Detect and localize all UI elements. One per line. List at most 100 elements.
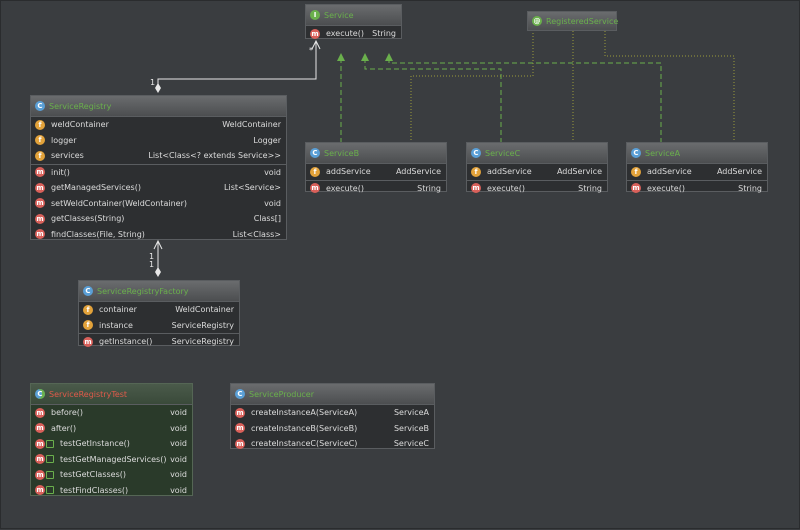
field-name: logger (51, 135, 77, 145)
method-name: execute() (326, 183, 364, 193)
class-icon: C (310, 148, 320, 158)
method-icon: m (631, 183, 641, 194)
method-name: execute() (326, 29, 364, 39)
method-name: testGetInstance() (60, 439, 130, 449)
method-icon: m (35, 182, 45, 193)
section-divider (627, 179, 767, 181)
section-divider (467, 179, 607, 181)
field-name: addService (487, 167, 532, 177)
class-name: ServiceB (324, 148, 360, 158)
field-type: WeldContainer (175, 305, 234, 315)
field-type: List<Class<? extends Service>> (148, 151, 281, 161)
field-icon: f (35, 150, 45, 161)
factory-header[interactable]: C ServiceRegistryFactory (79, 281, 239, 302)
method-type: ServiceB (393, 423, 429, 433)
method-icon: m (35, 167, 45, 178)
method-icon: m (35, 407, 45, 418)
method-type: void (170, 454, 187, 464)
diamond-registry (155, 83, 161, 93)
field-icon: f (471, 166, 481, 177)
method-type: void (170, 470, 187, 480)
field-icon: f (631, 166, 641, 177)
dependency-line-a (604, 31, 735, 143)
method-name: after() (51, 423, 77, 433)
method-name: init() (51, 167, 70, 177)
class-name: ServiceRegistryTest (49, 389, 128, 399)
producer-header[interactable]: C ServiceProducer (231, 384, 434, 405)
registered-service-header[interactable]: @ RegisteredService (528, 12, 618, 30)
diamond-factory (155, 267, 161, 277)
method-icon: m (35, 454, 45, 465)
method-type: List<Service> (224, 183, 281, 193)
class-icon: C (83, 286, 93, 296)
field-name: services (51, 151, 84, 161)
method-icon: m (35, 469, 45, 480)
class-name: ServiceProducer (249, 389, 315, 399)
method-name: execute() (647, 183, 685, 193)
service-c-header[interactable]: C ServiceC (467, 143, 607, 164)
lock-icon (46, 455, 54, 464)
method-type: void (264, 167, 281, 177)
interface-icon: I (310, 10, 320, 20)
implements-arrow-a (385, 53, 393, 61)
service-header[interactable]: I Service (306, 5, 401, 26)
implements-arrow-b (337, 53, 345, 61)
method-type: String (372, 29, 396, 39)
method-row[interactable]: m execute() String (306, 26, 401, 42)
method-name: getInstance() (99, 337, 153, 347)
method-type: void (170, 423, 187, 433)
method-name: setWeldContainer(WeldContainer) (51, 198, 187, 208)
registered-service-box[interactable]: @ RegisteredService (527, 11, 618, 31)
field-icon: f (310, 166, 320, 177)
service-a-header[interactable]: C ServiceA (627, 143, 767, 164)
method-icon: m (235, 407, 245, 418)
test-class-icon: C (35, 389, 45, 399)
field-type: WeldContainer (222, 120, 281, 130)
section-divider (31, 163, 286, 165)
method-name: getManagedServices() (51, 183, 141, 193)
service-b-header[interactable]: C ServiceB (306, 143, 446, 164)
lock-icon (46, 486, 54, 495)
method-row[interactable]: m init() void (31, 165, 286, 181)
method-name: findClasses(File, String) (51, 229, 145, 239)
method-row[interactable]: m after() void (31, 421, 192, 437)
method-icon: m (310, 183, 320, 194)
field-row[interactable]: f services List<Class<? extends Service>> (31, 148, 286, 164)
method-row[interactable]: m getManagedServices() List<Service> (31, 180, 286, 196)
service-interface-box[interactable]: I Service m execute() String (305, 4, 402, 39)
test-header[interactable]: C ServiceRegistryTest (31, 384, 192, 405)
method-icon: m (35, 423, 45, 434)
service-registry-header[interactable]: C ServiceRegistry (31, 96, 286, 117)
method-icon: m (35, 485, 45, 496)
